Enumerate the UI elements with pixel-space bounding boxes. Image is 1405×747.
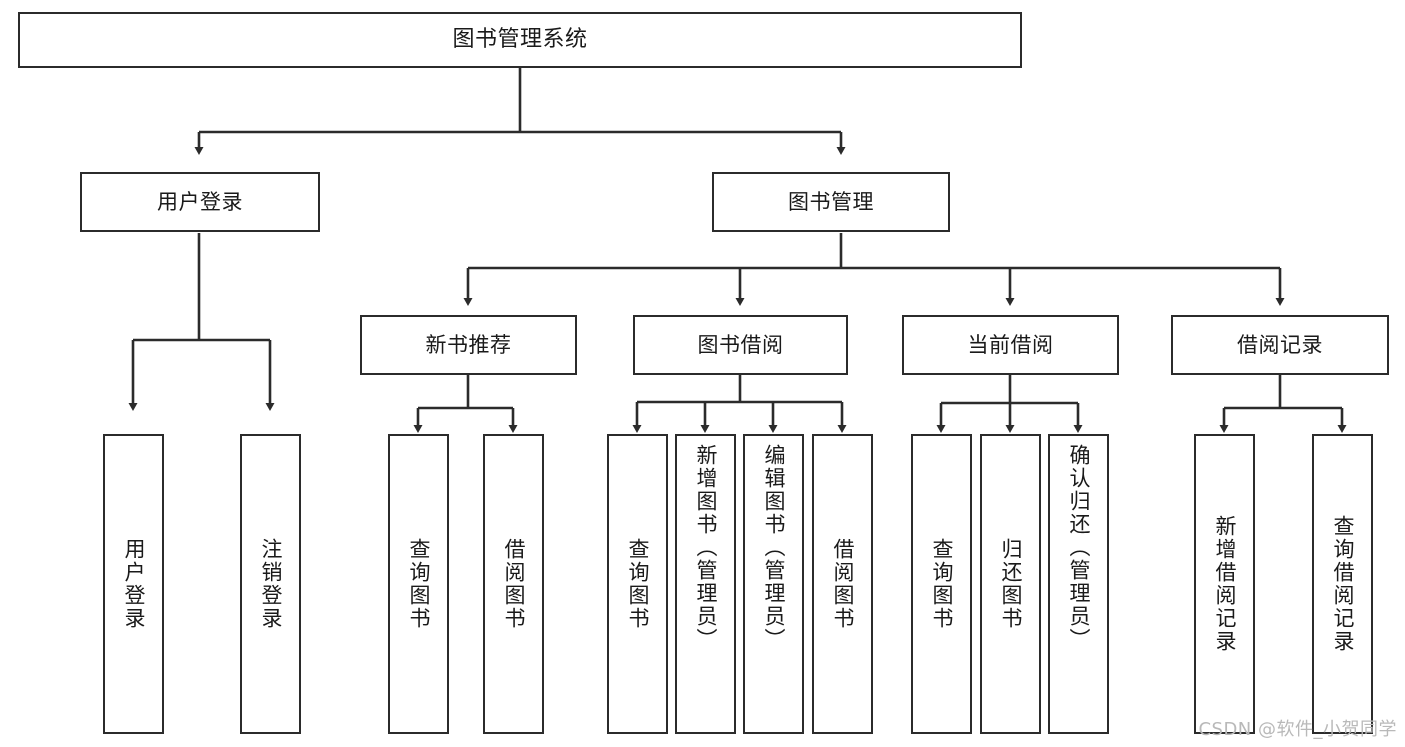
node-user-login[interactable]: 用户登录 bbox=[80, 172, 320, 232]
node-book-borrow[interactable]: 图书借阅 bbox=[633, 315, 848, 375]
leaf-current-return-book[interactable]: 归还图书 bbox=[980, 434, 1041, 734]
leaf-record-query-record[interactable]: 查询借阅记录 bbox=[1312, 434, 1373, 734]
node-label: 借阅图书 bbox=[831, 538, 855, 630]
node-label: 编辑图书（管理员） bbox=[762, 444, 786, 651]
node-label: 确认归还（管理员） bbox=[1067, 444, 1091, 651]
node-label: 新增借阅记录 bbox=[1213, 515, 1237, 653]
node-current-borrow[interactable]: 当前借阅 bbox=[902, 315, 1119, 375]
watermark-text: CSDN @软件_小贺同学 bbox=[1198, 719, 1397, 740]
node-label: 借阅记录 bbox=[1237, 332, 1323, 357]
node-label: 新增图书（管理员） bbox=[694, 444, 718, 651]
leaf-recommend-query-book[interactable]: 查询图书 bbox=[388, 434, 449, 734]
node-label: 注销登录 bbox=[259, 538, 283, 630]
node-book-management[interactable]: 图书管理 bbox=[712, 172, 950, 232]
node-label: 查询图书 bbox=[407, 538, 431, 630]
node-label: 查询图书 bbox=[930, 538, 954, 630]
node-label: 图书管理系统 bbox=[452, 27, 588, 53]
node-label: 用户登录 bbox=[122, 538, 146, 630]
node-label: 借阅图书 bbox=[502, 538, 526, 630]
leaf-borrow-borrow-book[interactable]: 借阅图书 bbox=[812, 434, 873, 734]
node-label: 归还图书 bbox=[999, 538, 1023, 630]
leaf-current-query-book[interactable]: 查询图书 bbox=[911, 434, 972, 734]
leaf-record-add-record[interactable]: 新增借阅记录 bbox=[1194, 434, 1255, 734]
node-label: 查询借阅记录 bbox=[1331, 515, 1355, 653]
node-new-book-recommend[interactable]: 新书推荐 bbox=[360, 315, 577, 375]
node-label: 用户登录 bbox=[157, 189, 243, 214]
node-root-book-management-system[interactable]: 图书管理系统 bbox=[18, 12, 1022, 68]
node-label: 新书推荐 bbox=[425, 332, 512, 357]
leaf-borrow-add-book-admin[interactable]: 新增图书（管理员） bbox=[675, 434, 736, 734]
leaf-user-login-logout[interactable]: 注销登录 bbox=[240, 434, 301, 734]
leaf-recommend-borrow-book[interactable]: 借阅图书 bbox=[483, 434, 544, 734]
node-label: 查询图书 bbox=[626, 538, 650, 630]
node-label: 当前借阅 bbox=[967, 332, 1054, 357]
node-label: 图书管理 bbox=[788, 189, 874, 214]
leaf-user-login-login[interactable]: 用户登录 bbox=[103, 434, 164, 734]
leaf-current-confirm-return-admin[interactable]: 确认归还（管理员） bbox=[1048, 434, 1109, 734]
leaf-borrow-query-book[interactable]: 查询图书 bbox=[607, 434, 668, 734]
leaf-borrow-edit-book-admin[interactable]: 编辑图书（管理员） bbox=[743, 434, 804, 734]
node-borrow-record[interactable]: 借阅记录 bbox=[1171, 315, 1389, 375]
node-label: 图书借阅 bbox=[697, 332, 784, 357]
